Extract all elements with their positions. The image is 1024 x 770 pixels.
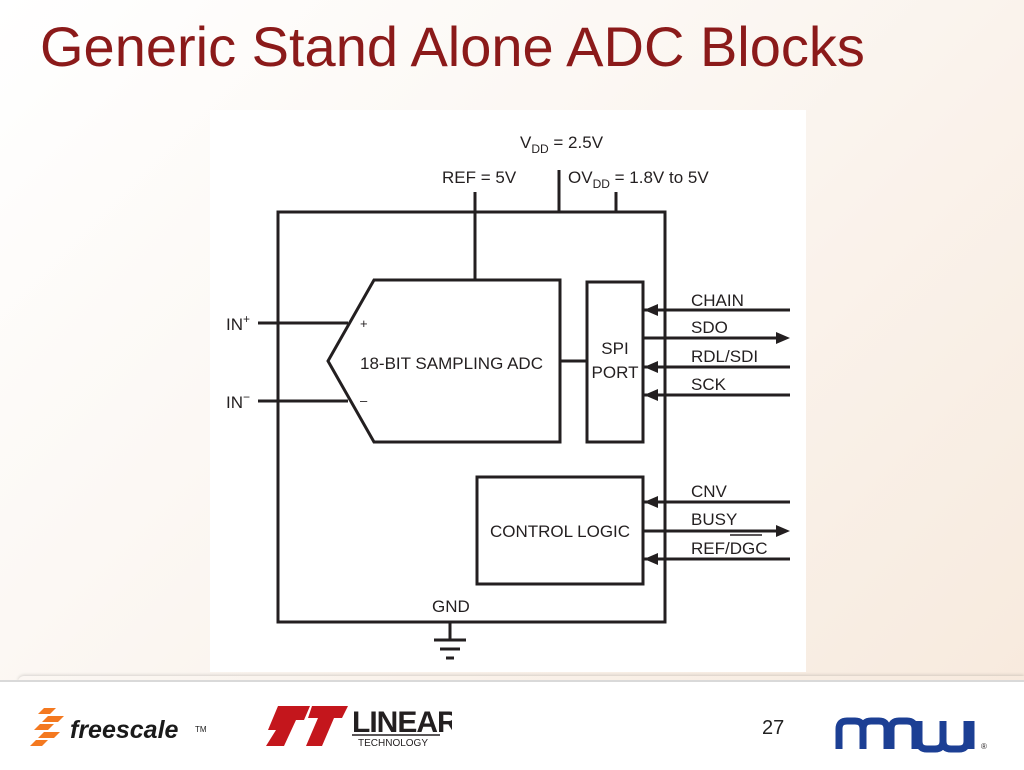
busy-arrow — [776, 525, 790, 537]
block-diagram-svg: VDD = 2.5V REF = 5V OVDD = 1.8V to 5V IN… — [226, 133, 790, 660]
ovdd-label: OVDD = 1.8V to 5V — [568, 168, 709, 191]
pin-rdl-sdi: RDL/SDI — [691, 347, 758, 366]
cnv-arrow — [644, 496, 658, 508]
lt-mark-t-icon — [306, 706, 348, 746]
freescale-logo: freescale TM — [30, 700, 210, 750]
linear-logo-svg: LINEAR TECHNOLOGY — [266, 706, 460, 749]
plus-sign: + — [360, 316, 368, 331]
minus-sign: – — [360, 393, 368, 408]
pin-busy: BUSY — [691, 510, 737, 529]
page-number: 27 — [762, 717, 785, 739]
pin-sck: SCK — [691, 375, 727, 394]
ref-dgc-arrow — [644, 553, 658, 565]
spi-label-line1: SPI — [601, 339, 628, 358]
linear-technology-logo: LINEAR TECHNOLOGY — [262, 700, 460, 752]
adc-label: 18-BIT SAMPLING ADC — [360, 354, 543, 373]
block-diagram: VDD = 2.5V REF = 5V OVDD = 1.8V to 5V IN… — [210, 110, 806, 672]
slide-title: Generic Stand Alone ADC Blocks — [40, 15, 865, 78]
arrow-reg-mark: ® — [981, 742, 987, 751]
gnd-label: GND — [432, 597, 470, 616]
adc-block — [326, 278, 562, 444]
freescale-chevron-icon — [30, 708, 64, 746]
arrow-logo-svg: ® — [835, 717, 987, 753]
control-logic-block — [475, 475, 645, 586]
in-minus-label: IN− — [226, 390, 250, 412]
sdo-arrow — [776, 332, 790, 344]
pin-ref-dgc: REF/DGC — [691, 539, 768, 558]
pin-chain: CHAIN — [691, 291, 744, 310]
arrow-wordmark — [835, 717, 975, 753]
ref-label: REF = 5V — [442, 168, 517, 187]
technology-wordmark: TECHNOLOGY — [358, 738, 428, 749]
arrow-logo: ® — [835, 715, 995, 755]
chip-outline — [276, 210, 667, 624]
pin-sdo: SDO — [691, 318, 728, 337]
in-plus-label: IN+ — [226, 312, 250, 334]
linear-wordmark: LINEAR — [352, 706, 452, 739]
pin-cnv: CNV — [691, 482, 728, 501]
lt-mark-icon — [266, 706, 310, 746]
spi-label-line2: PORT — [592, 363, 639, 382]
vdd-label: VDD = 2.5V — [520, 133, 604, 156]
freescale-wordmark: freescale — [70, 716, 179, 744]
chain-arrow — [644, 304, 658, 316]
control-logic-label: CONTROL LOGIC — [490, 522, 630, 541]
spi-port-block — [585, 280, 645, 444]
footer-bar — [0, 680, 1024, 770]
rdl-sdi-arrow — [644, 361, 658, 373]
sck-arrow — [644, 389, 658, 401]
freescale-tm: TM — [195, 725, 207, 734]
